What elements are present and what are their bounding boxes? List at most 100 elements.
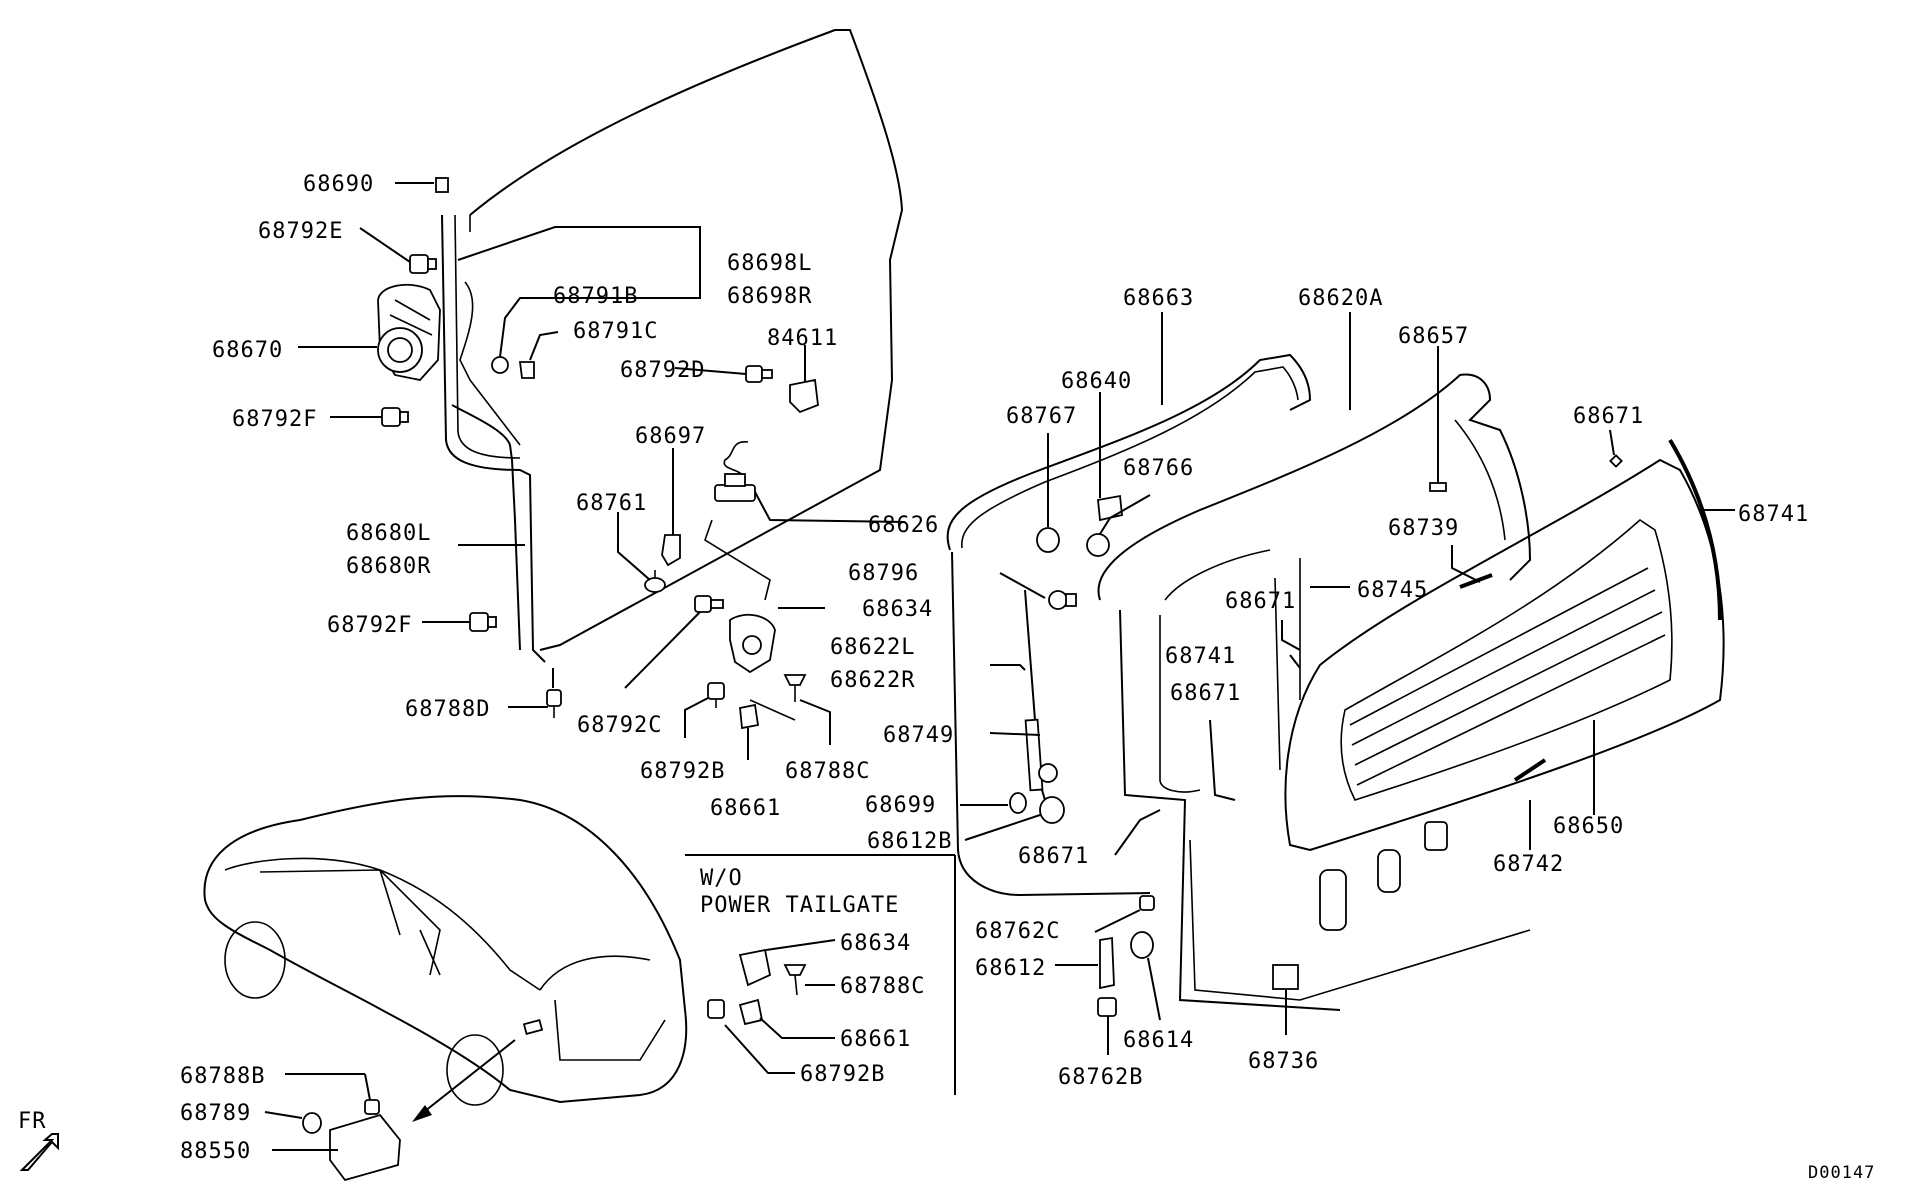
label-68792F-a: 68792F <box>232 407 317 432</box>
striker-68661[interactable] <box>739 703 760 730</box>
label-68620A: 68620A <box>1298 286 1383 311</box>
label-68661: 68661 <box>710 796 781 821</box>
label-68745: 68745 <box>1357 578 1428 603</box>
label-68766: 68766 <box>1123 456 1194 481</box>
bolt-68792F-lower[interactable] <box>469 612 497 632</box>
clip-68791B[interactable] <box>491 356 509 374</box>
weatherstrip-68663[interactable] <box>946 353 1312 897</box>
label-68792D: 68792D <box>620 358 705 383</box>
bolt-68792B[interactable] <box>707 682 725 708</box>
bolt-68788D[interactable] <box>546 689 562 718</box>
label-68698R: 68698R <box>727 284 812 309</box>
latch-68634[interactable] <box>729 613 776 674</box>
clip-68791C[interactable] <box>518 361 535 379</box>
wo-latch-68634[interactable] <box>738 948 772 987</box>
label-68690: 68690 <box>303 172 374 197</box>
label-68614: 68614 <box>1123 1028 1194 1053</box>
bolt-68788B[interactable] <box>364 1099 380 1115</box>
wo-bolt-68792B[interactable] <box>707 999 725 1019</box>
label-68650: 68650 <box>1553 814 1624 839</box>
clip-68690[interactable] <box>435 177 449 193</box>
drive-motor[interactable] <box>377 283 441 381</box>
latch-guide-lines <box>704 519 796 721</box>
bolt-68792D[interactable] <box>745 365 773 383</box>
label-68792F-b: 68792F <box>327 613 412 638</box>
label-68767: 68767 <box>1006 404 1077 429</box>
label-68741-a: 68741 <box>1738 502 1809 527</box>
bolt-68792E[interactable] <box>409 254 437 274</box>
label-68626: 68626 <box>868 513 939 538</box>
wo-striker-68661[interactable] <box>738 998 764 1026</box>
label-68788C: 68788C <box>785 759 870 784</box>
oring-68699[interactable] <box>1009 792 1027 814</box>
ecu-88550[interactable] <box>329 1113 401 1182</box>
wo-screw-68788C[interactable] <box>783 964 807 996</box>
bracket-84611[interactable] <box>789 378 819 414</box>
label-68792C: 68792C <box>577 713 662 738</box>
bolt-68792F-upper[interactable] <box>381 407 409 427</box>
switch-68626[interactable] <box>714 441 756 502</box>
ball-stud-68749[interactable] <box>1038 763 1058 783</box>
clip-68671-top[interactable] <box>1609 454 1623 468</box>
label-wo-68661: 68661 <box>840 1027 911 1052</box>
label-68698L: 68698L <box>727 251 812 276</box>
grommet-68761[interactable] <box>644 570 666 593</box>
label-68749: 68749 <box>883 723 954 748</box>
tailgate-panel-68620A[interactable] <box>1097 373 1532 601</box>
screw-68788C[interactable] <box>783 674 807 702</box>
label-84611: 84611 <box>767 326 838 351</box>
bumper-68766[interactable] <box>1086 533 1110 557</box>
label-68671-b: 68671 <box>1225 589 1296 614</box>
label-68742: 68742 <box>1493 852 1564 877</box>
label-68762C: 68762C <box>975 919 1060 944</box>
bracket-68612[interactable] <box>1099 936 1115 990</box>
label-68736: 68736 <box>1248 1049 1319 1074</box>
harness-loop <box>459 281 521 446</box>
label-68741-b: 68741 <box>1165 644 1236 669</box>
bolt-68762C[interactable] <box>1139 895 1155 911</box>
label-68796: 68796 <box>848 561 919 586</box>
bolt-68792C[interactable] <box>694 595 724 613</box>
strip-68742[interactable] <box>1513 758 1547 782</box>
drive-rod-inner <box>454 214 521 459</box>
label-68761: 68761 <box>576 491 647 516</box>
label-68612: 68612 <box>975 956 1046 981</box>
label-68739: 68739 <box>1388 516 1459 541</box>
label-68622R: 68622R <box>830 668 915 693</box>
grommet-68789[interactable] <box>302 1112 322 1134</box>
bolt-68762B[interactable] <box>1097 997 1117 1017</box>
wo-title-line1: W/O <box>700 866 743 891</box>
defogger-area <box>1340 518 1673 801</box>
bracket-68640[interactable] <box>1097 494 1123 522</box>
label-68680L: 68680L <box>346 521 431 546</box>
label-68792B: 68792B <box>640 759 725 784</box>
label-68634: 68634 <box>862 597 933 622</box>
bumper-68767[interactable] <box>1036 527 1060 553</box>
spoiler-strip-68741[interactable] <box>1668 438 1722 621</box>
pad-68657[interactable] <box>1429 482 1447 492</box>
label-68699: 68699 <box>865 793 936 818</box>
label-68791C: 68791C <box>573 319 658 344</box>
drive-cable <box>451 404 521 651</box>
tailgate-inner-panel <box>1189 839 1531 1001</box>
weatherstrip-68663-inner <box>961 366 1299 549</box>
label-wo-68634: 68634 <box>840 931 911 956</box>
label-wo-68788C: 68788C <box>840 974 925 999</box>
label-68788B: 68788B <box>180 1064 265 1089</box>
ball-stud-68796[interactable] <box>1048 590 1077 610</box>
bumper-68612B[interactable] <box>1039 796 1065 824</box>
label-68736[interactable] <box>1272 964 1299 990</box>
label-68671-d: 68671 <box>1018 844 1089 869</box>
label-68640: 68640 <box>1061 369 1132 394</box>
label-68671-c: 68671 <box>1170 681 1241 706</box>
drive-rod <box>441 214 546 663</box>
bracket-68697[interactable] <box>661 534 681 567</box>
wo-title-line2: POWER TAILGATE <box>700 893 899 918</box>
diagram-code: D00147 <box>1808 1163 1875 1183</box>
bumper-68614[interactable] <box>1130 931 1154 959</box>
label-68762B: 68762B <box>1058 1065 1143 1090</box>
location-arrow <box>419 1039 516 1116</box>
inner-hole-3 <box>1319 869 1347 931</box>
rear-glass-68650[interactable] <box>1284 458 1725 852</box>
label-68671-a: 68671 <box>1573 404 1644 429</box>
